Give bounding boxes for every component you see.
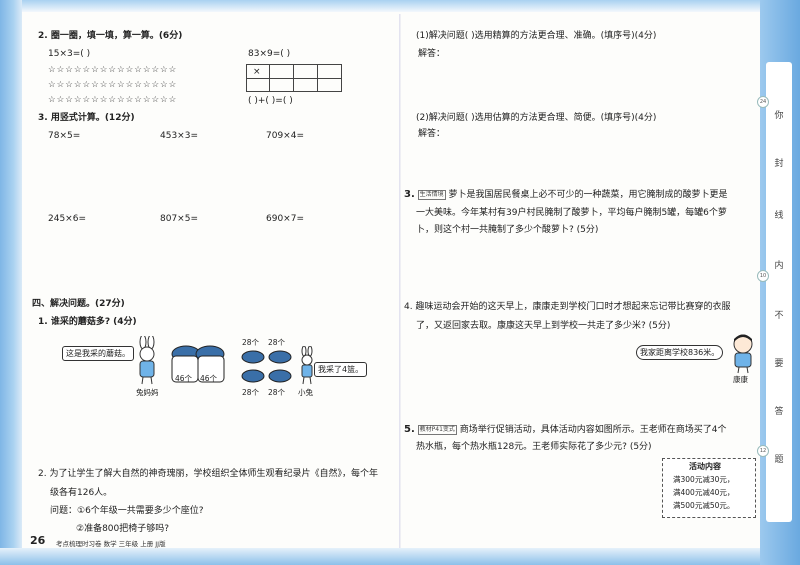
problem-4-line-2: 了，又返回家去取。康康这天早上到学校一共走了多少米? (5分)	[416, 321, 671, 331]
q2-equation-1: 15×3=( )	[48, 49, 91, 59]
q2-equation-2: 83×9=( )	[248, 49, 291, 59]
small-rabbit-speech-bubble: 我采了4篮。	[314, 362, 368, 377]
kangkang-name: 康康	[733, 375, 748, 384]
calc-item: 78×5=	[48, 131, 81, 141]
page-top-edge	[0, 0, 800, 12]
problem-3-tag: 生活情境	[417, 189, 446, 200]
binding-hole-mark: 24	[757, 96, 769, 108]
page-number: 26	[30, 534, 46, 547]
section-4-title: 四、解决问题。(27分)	[32, 299, 125, 309]
side-char: 要	[774, 359, 784, 369]
problem-5-line-2: 热水瓶，每个热水瓶128元。王老师实际花了多少元? (5分)	[416, 442, 652, 452]
problem-5-line-1: 5. 教材P41变式 商场举行促销活动，具体活动内容如图所示。王老师在商场买了4…	[404, 424, 727, 435]
rabbit-speech-bubble: 这是我采的蘑菇。	[62, 346, 134, 361]
star-row: ☆☆☆☆☆☆☆☆☆☆☆☆☆☆☆	[48, 80, 178, 90]
page-bottom-edge	[0, 548, 800, 565]
multiplication-grid: ×	[246, 64, 342, 92]
star-row: ☆☆☆☆☆☆☆☆☆☆☆☆☆☆☆	[48, 65, 178, 75]
binding-strip	[766, 62, 792, 522]
side-char: 不	[774, 311, 784, 321]
q2-sum-blanks: ( )+( )=( )	[248, 96, 293, 106]
problem-1-title: 1. 谁采的蘑菇多? (4分)	[38, 317, 137, 327]
promotion-box: 活动内容 满300元减30元， 满400元减40元， 满500元减50元。	[662, 458, 756, 518]
problem-3-line-2: 一大美味。今年某村有39户村民腌制了酸萝卜，平均每户腌制5罐，每罐6个萝	[416, 208, 727, 218]
rabbit-mother-name: 兔妈妈	[136, 388, 159, 397]
mushroom-baskets-icon	[171, 345, 225, 383]
binding-hole-mark: 10	[757, 270, 769, 282]
page-fold	[399, 14, 401, 548]
problem-3-line-3: 卜，则这个村一共腌制了多少个酸萝卜? (5分)	[416, 225, 599, 235]
calc-item: 245×6=	[48, 214, 86, 224]
problem-2-question-2: ②准备800把椅子够吗?	[76, 524, 170, 534]
problem-4-line-1: 4. 趣味运动会开始的这天早上，康康走到学校门口时才想起来忘记带比赛穿的衣服	[404, 302, 731, 312]
count-label: 28个	[268, 338, 286, 347]
side-char: 封	[774, 159, 784, 169]
r2-answer-label: 解答：	[418, 129, 446, 139]
r2-question: (2)解决问题( )选用估算的方法更合理、简便。(填序号)(4分)	[416, 113, 657, 123]
promotion-item: 满300元减30元，	[673, 475, 735, 484]
count-label: 28个	[242, 338, 260, 347]
promotion-item: 满500元减50元。	[673, 501, 735, 510]
kangkang-speech-bubble: 我家距离学校836米。	[636, 345, 724, 360]
small-rabbit-name: 小兔	[298, 388, 313, 397]
star-row: ☆☆☆☆☆☆☆☆☆☆☆☆☆☆☆	[48, 95, 178, 105]
page-left-edge	[0, 0, 22, 565]
basket-label: 46个	[200, 374, 218, 383]
r1-question: (1)解决问题( )选用精算的方法更合理、准确。(填序号)(4分)	[416, 31, 657, 41]
promotion-title: 活动内容	[689, 462, 721, 471]
side-char: 线	[774, 211, 784, 221]
problem-2-line-1: 2. 为了让学生了解大自然的神奇瑰丽，学校组织全体师生观看纪录片《自然》，每个年	[38, 469, 378, 479]
calc-item: 709×4=	[266, 131, 304, 141]
side-char: 你	[774, 111, 784, 121]
problem-2-line-2: 级各有126人。	[50, 488, 113, 498]
basket-label: 46个	[175, 374, 193, 383]
q2-title: 2. 圈一圈，填一填，算一算。(6分)	[38, 31, 183, 41]
grid-times-sign: ×	[253, 67, 261, 77]
page-footer: 考点梳理时习卷 数学 三年级 上册 JJ版	[56, 540, 166, 548]
binding-hole-mark: 12	[757, 445, 769, 457]
q3-title: 3. 用竖式计算。(12分)	[38, 113, 135, 123]
kangkang-boy-icon	[733, 334, 753, 374]
promotion-item: 满400元减40元，	[673, 488, 735, 497]
problem-2-question-1: 问题：①6个年级一共需要多少个座位?	[50, 506, 204, 516]
side-char: 答	[774, 407, 784, 417]
calc-item: 807×5=	[160, 214, 198, 224]
problem-3-line-1: 3. 生活情境 萝卜是我国居民餐桌上必不可少的一种蔬菜，用它腌制成的酸萝卜更是	[404, 189, 728, 200]
side-char: 题	[774, 455, 784, 465]
small-rabbit-icon	[301, 346, 313, 385]
calc-item: 453×3=	[160, 131, 198, 141]
calc-item: 690×7=	[266, 214, 304, 224]
problem-5-tag: 教材P41变式	[417, 424, 457, 435]
count-label: 28个	[268, 388, 286, 397]
rabbit-mother-icon	[139, 336, 155, 385]
side-char: 内	[774, 261, 784, 271]
r1-answer-label: 解答：	[418, 49, 446, 59]
count-label: 28个	[242, 388, 260, 397]
small-baskets-icon	[241, 350, 292, 383]
